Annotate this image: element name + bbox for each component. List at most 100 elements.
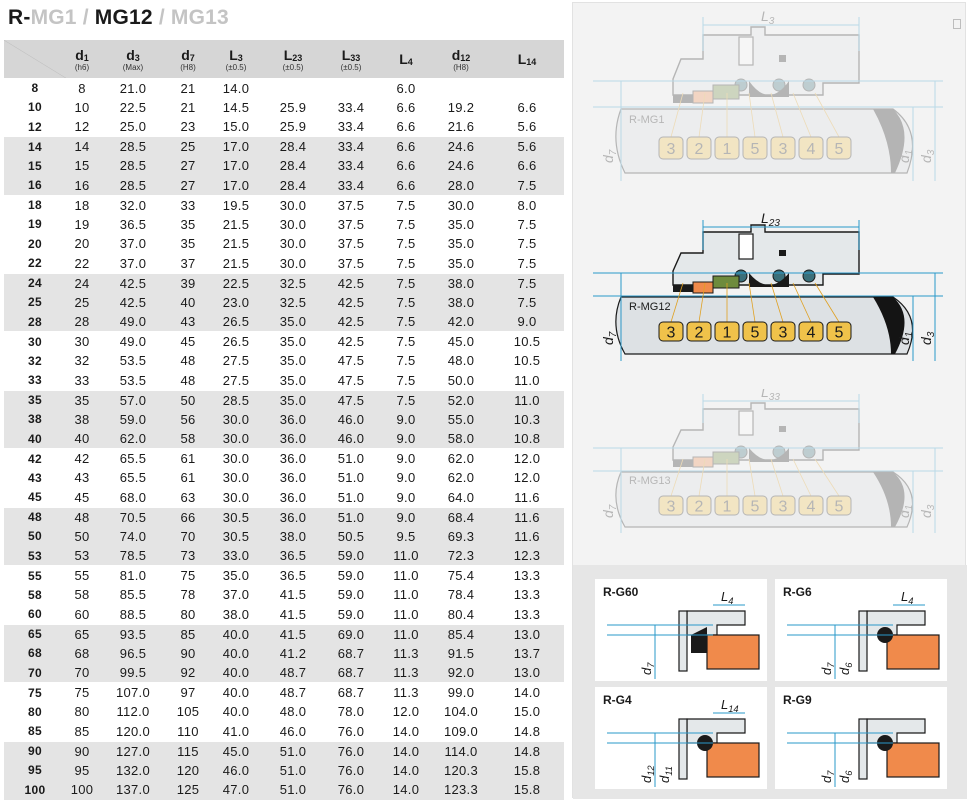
table-cell: 70 (66, 663, 98, 683)
table-cell: 11.3 (380, 682, 432, 702)
table-cell: 35.0 (432, 234, 490, 254)
table-cell: 42.5 (98, 272, 168, 293)
table-cell: 61 (168, 468, 208, 488)
o-ring (734, 445, 748, 459)
table-cell: 74.0 (98, 526, 168, 546)
dim-subscript: 3 (926, 149, 937, 155)
part-leader (814, 92, 840, 138)
table-cell: 32.5 (264, 292, 322, 312)
shaft-end (873, 109, 905, 173)
table-cell: 9.5 (380, 526, 432, 546)
gasket (673, 285, 693, 292)
table-cell: 37.0 (98, 253, 168, 273)
table-cell: 36.5 (264, 565, 322, 585)
column-header: d7(H8) (168, 40, 208, 78)
table-cell: 33 (66, 370, 98, 390)
table-cell: 42.5 (322, 292, 380, 312)
dim-letter: d (600, 509, 616, 518)
table-cell: 97 (168, 682, 208, 702)
table-cell: 120.3 (432, 760, 490, 780)
table-cell: 21.5 (208, 234, 264, 254)
dim-subscript: 1 (904, 150, 915, 156)
gland-dim-side-label: d6 (837, 770, 854, 783)
table-cell: 47.5 (322, 370, 380, 390)
table-cell: 10.5 (490, 351, 564, 371)
part-number-box (770, 495, 796, 516)
row-size-cell: 70 (4, 663, 66, 683)
table-cell: 30.0 (208, 429, 264, 449)
part-number-box (798, 321, 824, 342)
table-cell: 50.0 (432, 370, 490, 390)
table-cell: 15.0 (208, 117, 264, 137)
table-cell: 37.5 (322, 194, 380, 215)
table-cell: 61 (168, 448, 208, 468)
table-cell: 25 (168, 136, 208, 156)
gland-housing (686, 610, 746, 636)
table-cell: 14.5 (208, 97, 264, 117)
table-cell: 35 (168, 214, 208, 234)
table-cell: 11.0 (380, 565, 432, 585)
table-cell: 32.5 (264, 272, 322, 293)
table-cell: 90 (66, 740, 98, 761)
table-cell: 25.9 (264, 97, 322, 117)
table-cell: 42 (66, 448, 98, 468)
table-cell: 120.0 (98, 721, 168, 741)
table-cell: 11.0 (380, 585, 432, 605)
dim-label-d7: d7 (600, 331, 619, 345)
table-cell: 33.4 (322, 117, 380, 137)
table-cell: 62.0 (432, 448, 490, 468)
row-size-cell: 12 (4, 117, 66, 137)
table-cell: 12 (66, 117, 98, 137)
part-number-box (686, 136, 712, 160)
table-cell: 30.0 (264, 234, 322, 254)
table-cell: 21.0 (98, 77, 168, 98)
table-cell: 9.0 (380, 409, 432, 429)
row-size-cell: 19 (4, 214, 66, 234)
table-cell: 40.0 (208, 702, 264, 722)
table-cell: 11.0 (490, 370, 564, 390)
table-cell: 19.5 (208, 194, 264, 215)
part-number-label: 5 (835, 325, 844, 342)
table-cell: 7.5 (490, 214, 564, 234)
table-cell: 65.5 (98, 448, 168, 468)
row-size-cell: 24 (4, 272, 66, 293)
part-number-label: 2 (695, 141, 704, 158)
table-cell: 49.0 (98, 312, 168, 332)
column-tolerance: (Max) (122, 62, 144, 72)
part-number-box (714, 321, 740, 342)
table-cell: 28 (66, 312, 98, 332)
part-leader (670, 282, 684, 323)
table-cell: 13.3 (490, 604, 564, 624)
column-header: d3(Max) (98, 40, 168, 78)
table-cell: 51.0 (322, 506, 380, 527)
column-letter: L (341, 46, 351, 63)
table-cell: 41.0 (208, 721, 264, 741)
part-number-label: 4 (807, 325, 816, 342)
table-cell: 35.0 (432, 253, 490, 273)
table-cell: 9.0 (380, 487, 432, 507)
table-cell: 95 (66, 760, 98, 780)
table-cell: 37.0 (98, 234, 168, 254)
table-cell: 36.0 (264, 468, 322, 488)
table-cell: 17.0 (208, 156, 264, 176)
row-size-cell: 35 (4, 389, 66, 410)
table-cell: 51.0 (264, 740, 322, 761)
dim-label-d3: d3 (918, 504, 937, 518)
table-cell: 36.0 (264, 429, 322, 449)
table-cell: 27.5 (208, 370, 264, 390)
table-cell: 25.0 (98, 117, 168, 137)
dim-subscript: 1 (904, 332, 915, 338)
part-number-label: 5 (835, 499, 844, 516)
column-letter: L (399, 50, 408, 67)
